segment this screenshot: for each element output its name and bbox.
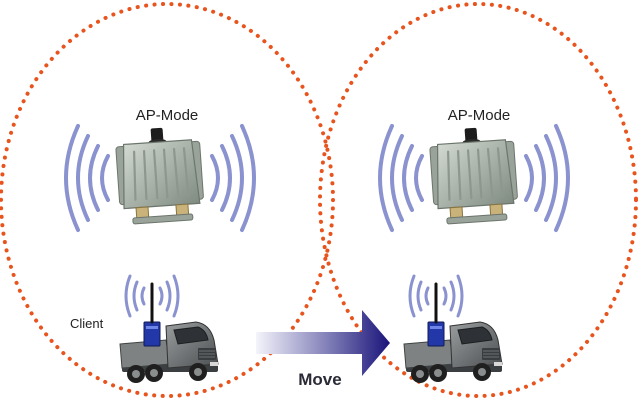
coverage-area-left	[0, 2, 335, 398]
outdoor-wireless-ap-icon	[427, 124, 521, 226]
outdoor-wireless-ap-icon	[113, 124, 207, 226]
client-truck-left	[118, 274, 220, 385]
ap-mode-label-left: AP-Mode	[135, 107, 199, 124]
client-truck-right	[402, 274, 504, 385]
ap-mode-label-right: AP-Mode	[447, 107, 511, 124]
access-point-left	[64, 124, 256, 232]
access-point-right	[378, 124, 570, 232]
move-arrow	[256, 310, 390, 376]
coverage-area-right	[318, 2, 638, 398]
move-label: Move	[298, 370, 342, 389]
client-label: Client	[70, 316, 104, 331]
